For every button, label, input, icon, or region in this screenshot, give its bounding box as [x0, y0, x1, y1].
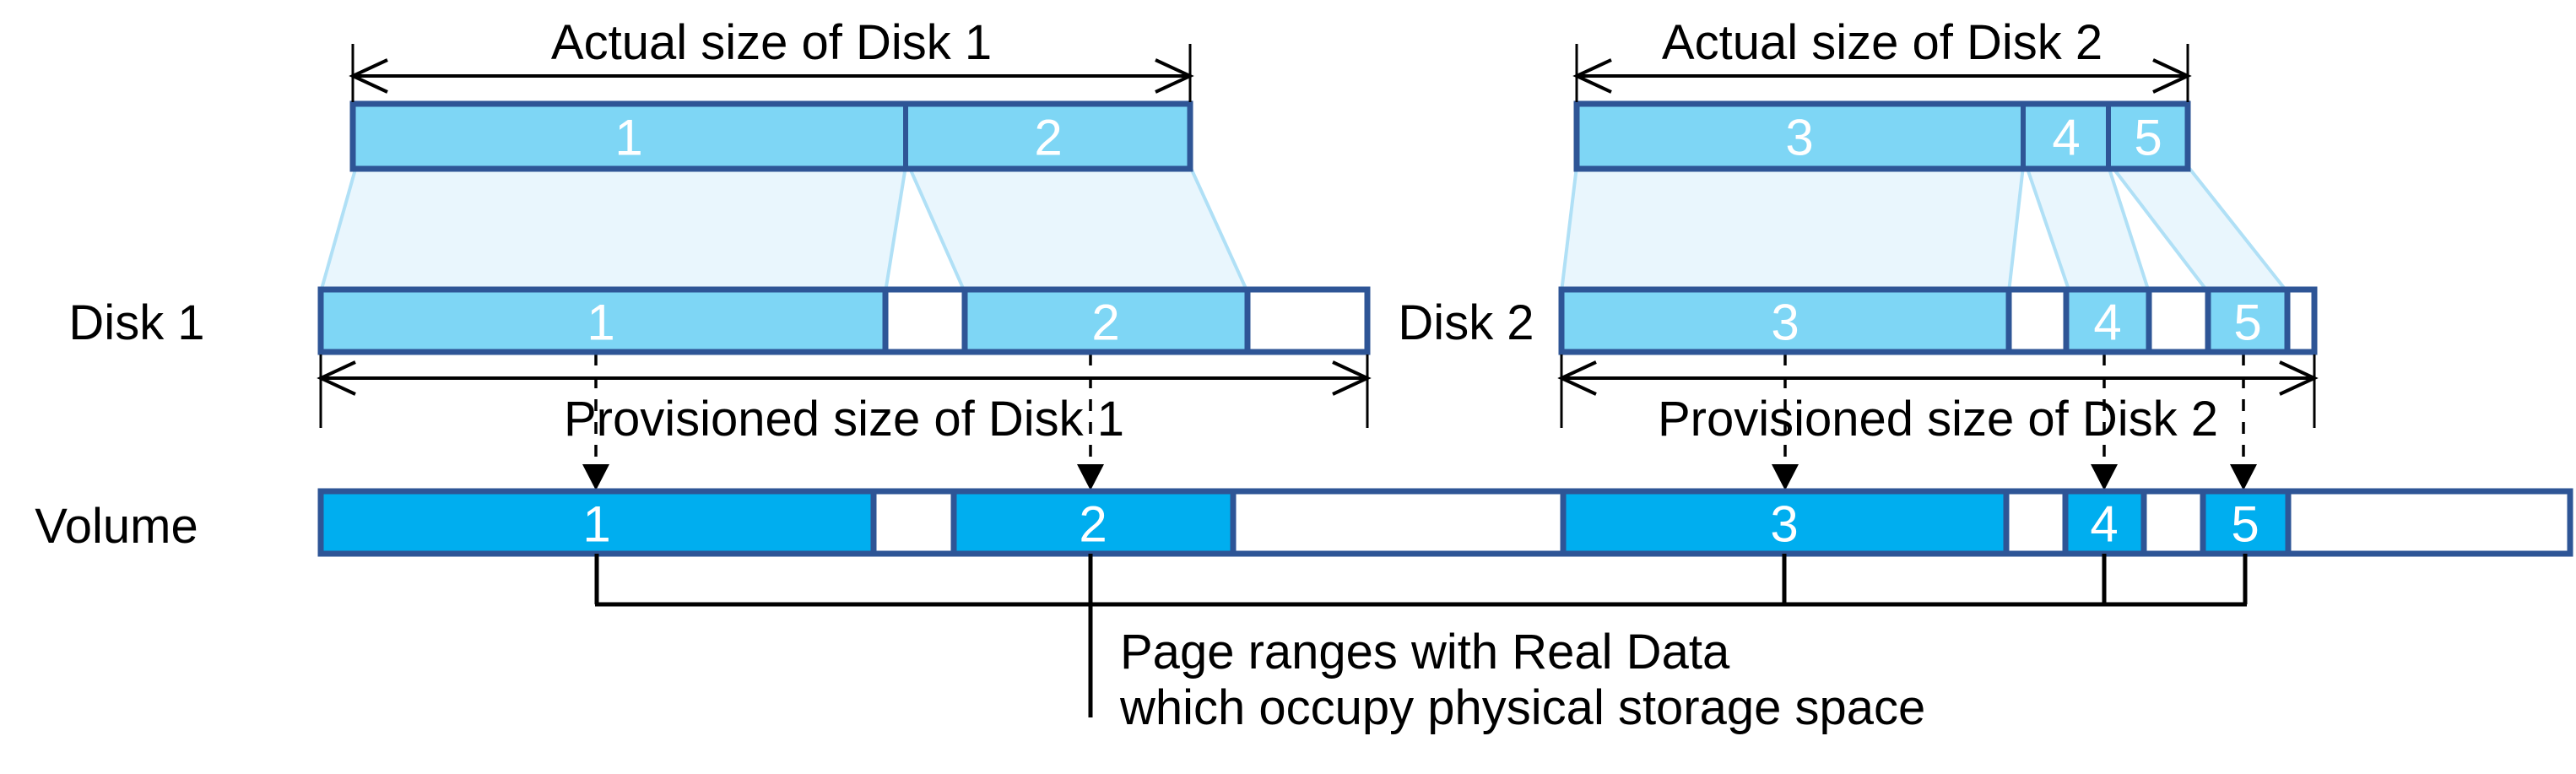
volume-row-label: Volume	[35, 499, 198, 554]
provisioned-size-label-disk1: Provisioned size of Disk 1	[564, 392, 1124, 447]
provisioned-segment-disk1	[961, 286, 1251, 355]
projection-trapezoid-seg1	[318, 165, 908, 294]
actual-size-label-disk2: Actual size of Disk 2	[1662, 15, 2102, 70]
provisioned-segment-disk1	[317, 286, 889, 355]
projection-trapezoid-seg2	[906, 165, 1251, 294]
arrowhead-right	[2279, 360, 2319, 396]
mapping-arrowhead	[2230, 464, 2257, 490]
annotation-line2: which occupy physical storage space	[1119, 680, 1925, 735]
provisioned-segment-label: 4	[2093, 295, 2121, 351]
volume-segment	[950, 488, 1237, 557]
provisioned-size-label-disk2: Provisioned size of Disk 2	[1658, 392, 2218, 447]
mapping-arrowhead	[1077, 464, 1104, 490]
actual-segment-label: 4	[2052, 110, 2080, 166]
arrowhead-right	[1332, 360, 1372, 396]
arrowhead-left	[349, 58, 388, 94]
annotation-line1: Page ranges with Real Data	[1120, 625, 1730, 679]
provisioned-segment-disk2	[2205, 286, 2291, 355]
mapping-arrowhead	[582, 464, 609, 490]
actual-segment-label: 2	[1034, 110, 1062, 166]
volume-segment-label: 2	[1079, 496, 1107, 553]
provisioned-segment-label: 5	[2233, 295, 2261, 351]
provisioned-segment-label: 1	[587, 295, 614, 351]
mapping-arrowhead	[1772, 464, 1799, 490]
arrowhead-left	[1572, 58, 1612, 94]
disk2-row-label: Disk 2	[1398, 295, 1534, 350]
mapping-arrows	[582, 354, 2257, 490]
mapping-arrowhead	[2091, 464, 2118, 490]
volume-segment-label: 4	[2090, 496, 2118, 553]
actual-segment-label: 1	[614, 110, 642, 166]
provisioned-segment-label: 2	[1091, 295, 1119, 351]
actual-segment-label: 3	[1785, 110, 1813, 166]
arrowhead-right	[1155, 58, 1194, 94]
projection-trapezoid-seg3	[1559, 165, 2026, 294]
page-range-bracket	[594, 554, 2248, 717]
actual-bar-disk1	[349, 100, 1193, 172]
arrowhead-left	[317, 360, 356, 396]
actual-bar-disk2	[1573, 100, 2191, 172]
disk1-row-label: Disk 1	[68, 295, 204, 350]
arrowhead-left	[1557, 360, 1597, 396]
provisioned-segment-disk2	[1558, 286, 2012, 355]
arrowhead-right	[2152, 58, 2192, 94]
actual-segment-label: 5	[2134, 110, 2162, 166]
volume-segment-label: 1	[582, 496, 610, 553]
volume-segment-label: 3	[1770, 496, 1798, 553]
provisioned-segment-disk2	[2063, 286, 2152, 355]
provisioned-segment-label: 3	[1771, 295, 1799, 351]
actual-size-label-disk1: Actual size of Disk 1	[551, 15, 992, 70]
volume-segment-label: 5	[2231, 496, 2259, 553]
